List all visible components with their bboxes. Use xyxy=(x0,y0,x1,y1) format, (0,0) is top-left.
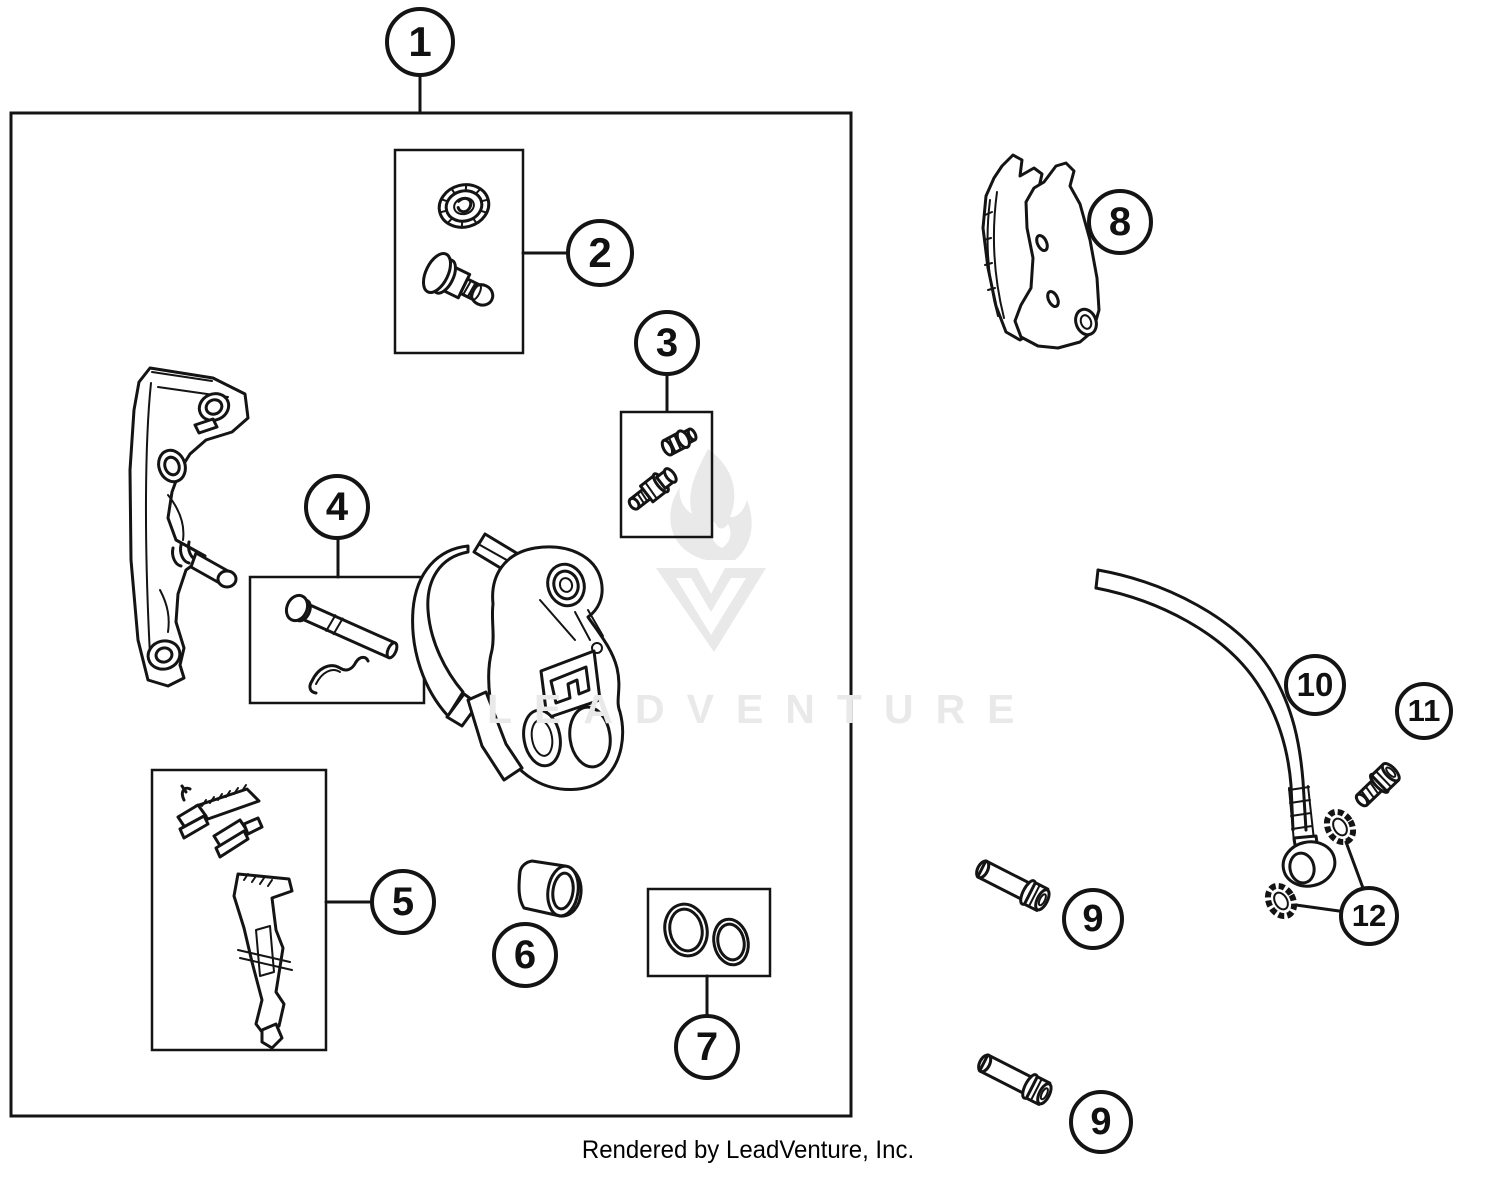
part-bleed-cap xyxy=(437,183,491,229)
callout-1-number: 1 xyxy=(408,18,432,65)
callout-9-upper: 9 xyxy=(1062,888,1124,950)
part-slide-pin-kit xyxy=(284,593,399,695)
callout-5-number: 5 xyxy=(391,879,415,924)
part-bleeder-valve-kit xyxy=(627,427,698,511)
callout-7: 7 xyxy=(674,1014,740,1080)
box-part-3 xyxy=(619,410,714,539)
callout-12: 12 xyxy=(1339,886,1399,946)
callout-11: 11 xyxy=(1395,682,1453,740)
callout-10-number: 10 xyxy=(1296,666,1334,703)
box-part-2 xyxy=(393,148,525,355)
callout-7-number: 7 xyxy=(695,1024,719,1069)
callout-9-lower: 9 xyxy=(1069,1090,1133,1154)
callout-6: 6 xyxy=(492,922,558,988)
box-part-5 xyxy=(150,768,328,1052)
part-caliper-bolt-upper xyxy=(975,859,1051,912)
part-caliper-body xyxy=(411,532,625,791)
part-caliper-bracket xyxy=(128,366,250,688)
callout-10: 10 xyxy=(1284,654,1346,716)
rendered-by-caption: Rendered by LeadVenture, Inc. xyxy=(581,1136,915,1164)
callout-5: 5 xyxy=(370,869,436,935)
part-bleeder-screw xyxy=(421,252,495,307)
callout-1: 1 xyxy=(385,7,455,77)
callout-11-number: 11 xyxy=(1407,693,1441,728)
main-assembly-box xyxy=(9,111,853,1118)
callout-3-number: 3 xyxy=(655,320,679,365)
callout-12-number: 12 xyxy=(1351,898,1387,933)
callout-8-number: 8 xyxy=(1108,199,1132,244)
box-part-7 xyxy=(646,887,772,978)
watermark-text: LEADVENTURE xyxy=(487,686,1037,732)
part-caliper-bolt-lower xyxy=(977,1053,1053,1106)
part-brake-pads xyxy=(981,153,1101,350)
part-brake-hose xyxy=(1094,568,1337,888)
callout-2: 2 xyxy=(566,219,634,287)
part-pad-retainer-plate xyxy=(232,872,294,1050)
part-pad-spring-clip xyxy=(176,784,264,859)
part-banjo-bolt xyxy=(1354,762,1401,808)
callout-8: 8 xyxy=(1087,189,1153,255)
callout-9-upper-number: 9 xyxy=(1082,897,1104,940)
box-part-4 xyxy=(248,575,426,705)
callout-3: 3 xyxy=(634,310,700,376)
callout-4-number: 4 xyxy=(325,484,349,529)
callout-4: 4 xyxy=(304,474,370,540)
callout-2-number: 2 xyxy=(588,229,612,276)
callout-leader-lines xyxy=(324,75,1365,1016)
callout-9-lower-number: 9 xyxy=(1090,1100,1112,1143)
part-seal-kit xyxy=(663,902,750,967)
callout-6-number: 6 xyxy=(513,932,537,977)
part-piston xyxy=(517,859,583,918)
part-sealing-washers xyxy=(1264,808,1357,920)
